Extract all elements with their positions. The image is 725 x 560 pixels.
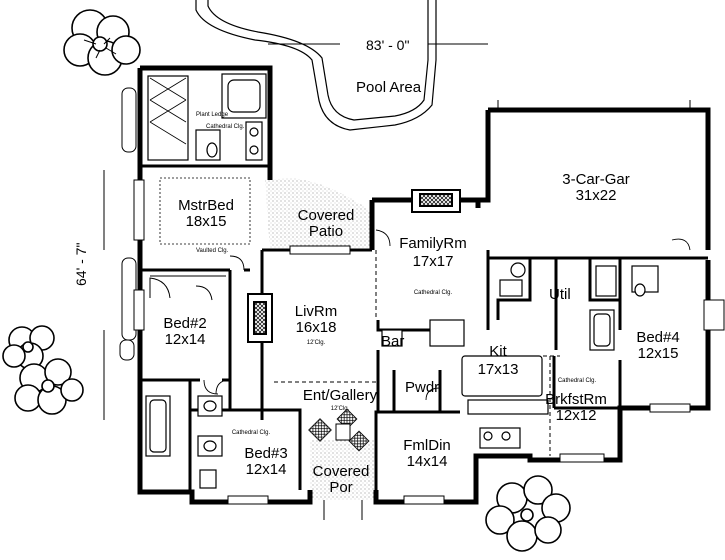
garage-walls xyxy=(497,100,691,111)
utility-fixtures xyxy=(499,262,659,351)
bed3-size: 12x14 xyxy=(245,461,287,478)
fireplace-living xyxy=(247,293,273,343)
bed4-name: Bed#4 xyxy=(636,329,680,346)
living-name: LivRm xyxy=(294,303,338,320)
depth-dimension-label: 64' - 7" xyxy=(73,242,89,286)
powder-label: Pwdr xyxy=(405,379,440,396)
covered-porch-label-line1: Covered xyxy=(312,463,370,480)
kitchen-size: 17x13 xyxy=(477,361,519,378)
interior-walls xyxy=(140,164,708,492)
master-bed-size: 18x15 xyxy=(185,213,227,230)
covered-patio-label-line1: Covered xyxy=(297,207,355,224)
pool-area-label: Pool Area xyxy=(356,79,422,96)
hedges-left xyxy=(119,87,137,361)
master-bath-fixtures xyxy=(147,73,267,161)
living-ceiling: 12'Clg. xyxy=(306,340,326,346)
hall-bath-fixtures xyxy=(145,395,223,489)
master-bath-ceiling-label: Cathedral Clg. xyxy=(206,124,245,130)
entry-ceiling: 12'Clg. xyxy=(330,406,350,412)
covered-porch-fill xyxy=(310,440,376,500)
breakfast-name: BrkfstRm xyxy=(545,391,607,408)
covered-porch-label-line2: Por xyxy=(329,479,353,496)
master-bed-ceiling: Vaulted Clg. xyxy=(196,248,229,254)
utility-label: Util xyxy=(549,286,571,303)
tree-top-left xyxy=(63,9,141,76)
pool-area-outline xyxy=(195,0,437,131)
dining-size: 14x14 xyxy=(406,453,448,470)
bed3-name: Bed#3 xyxy=(244,445,288,462)
bed4-size: 12x15 xyxy=(637,345,679,362)
breakfast-ceiling: Cathedral Clg. xyxy=(557,378,597,384)
kitchen-name: Kit xyxy=(489,343,507,360)
family-name: FamilyRm xyxy=(399,235,467,252)
vaulted-ceiling-outline xyxy=(159,177,251,245)
plant-ledge-label: Plant Ledge xyxy=(196,112,229,118)
entry-gallery-name: Ent/Gallery xyxy=(302,387,378,404)
covered-patio-label-line2: Patio xyxy=(308,223,344,240)
bar-counter xyxy=(381,329,403,347)
garage-name: 3-Car-Gar xyxy=(562,171,630,188)
tree-bottom-right xyxy=(485,475,571,552)
bed3-ceiling: Cathedral Clg. xyxy=(231,430,271,436)
family-size: 17x17 xyxy=(412,253,454,270)
master-bed-name: MstrBed xyxy=(178,197,234,214)
garage-size: 31x22 xyxy=(575,187,617,204)
bed2-size: 12x14 xyxy=(164,331,206,348)
door-swings xyxy=(203,229,691,401)
bar-label: Bar xyxy=(381,333,405,350)
kitchen-counters xyxy=(429,319,549,449)
dining-name: FmlDin xyxy=(403,437,451,454)
tree-left-lower xyxy=(14,358,84,415)
bed2-name: Bed#2 xyxy=(163,315,207,332)
living-size: 16x18 xyxy=(295,319,337,336)
covered-patio-fill xyxy=(265,178,372,250)
width-dimension-label: 83' - 0" xyxy=(366,37,410,53)
tree-left-upper xyxy=(2,325,55,370)
windows xyxy=(133,179,725,505)
family-ceiling: Cathedral Clg. xyxy=(413,290,453,296)
breakfast-size: 12x12 xyxy=(555,407,597,424)
porch-steps xyxy=(323,423,363,520)
fireplace-family xyxy=(411,189,461,213)
bed2-closet xyxy=(149,275,226,301)
